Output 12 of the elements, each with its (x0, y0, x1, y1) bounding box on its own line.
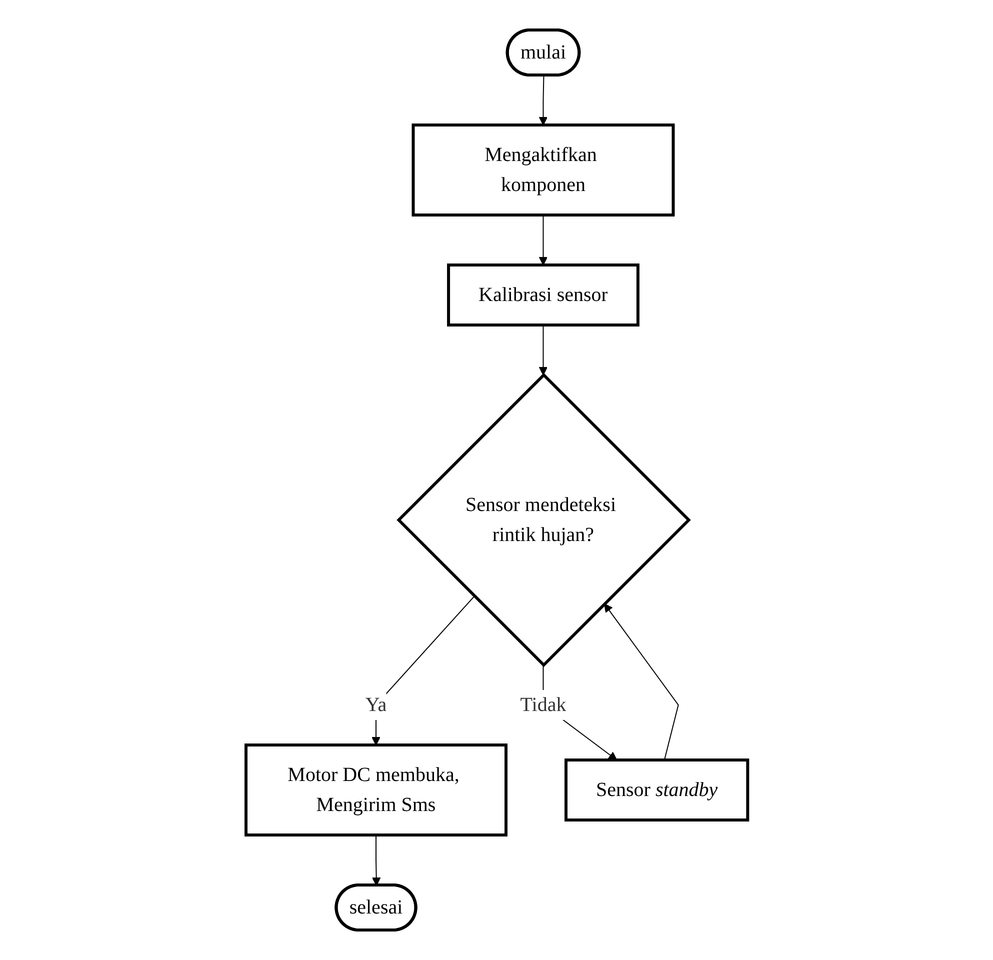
node-box: Kalibrasi sensor (446, 264, 640, 326)
arrow (538, 214, 548, 266)
arrow (372, 834, 380, 886)
arrow (538, 324, 548, 376)
node-box: Motor DC membuka, Mengirim Sms (244, 744, 508, 836)
node-box: Sensor standby (564, 758, 749, 822)
edge-label: Ya (364, 694, 386, 716)
arrow (604, 603, 679, 760)
node-box: Mengaktifkan komponen (411, 124, 674, 216)
arrow (538, 75, 548, 126)
node-diamond: Sensor mendeteksi rintik hujan? (396, 372, 691, 668)
edge-label: Tidak (520, 694, 566, 716)
